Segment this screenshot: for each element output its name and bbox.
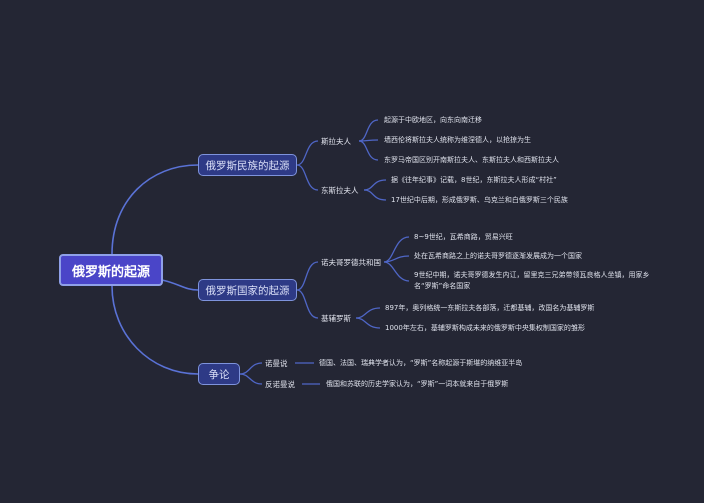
leaf-item[interactable]: 起源于中欧地区，向东向南迁移 xyxy=(384,116,482,124)
leaf-item[interactable]: 处在瓦希商路之上的诺夫哥罗德逐渐发展成为一个国家 xyxy=(414,252,582,260)
leaf-item[interactable]: 897年，奥列格统一东斯拉夫各部落，迁都基辅，改国名为基辅罗斯 xyxy=(385,304,595,312)
subtopic-kievan-rus[interactable]: 基辅罗斯 xyxy=(321,314,351,323)
leaf-item[interactable]: 墙西伦将斯拉夫人统称为维涅德人，以抢掠为生 xyxy=(384,136,531,144)
subtopic-novgorod[interactable]: 诺夫哥罗德共和国 xyxy=(321,258,381,267)
subtopic-east-slavs[interactable]: 东斯拉夫人 xyxy=(321,186,359,195)
leaf-item[interactable]: 1000年左右，基辅罗斯构成未来的俄罗斯中央集权制国家的雏形 xyxy=(385,324,585,332)
leaf-item[interactable]: 17世纪中后期，形成俄罗斯、乌克兰和白俄罗斯三个民族 xyxy=(391,196,568,204)
root-topic[interactable]: 俄罗斯的起源 xyxy=(59,254,163,286)
branch-debate[interactable]: 争论 xyxy=(198,363,240,385)
subtopic-slavs[interactable]: 斯拉夫人 xyxy=(321,137,351,146)
leaf-item[interactable]: 东罗马帝国区别开南斯拉夫人、东斯拉夫人和西斯拉夫人 xyxy=(384,156,559,164)
leaf-item[interactable]: 俄国和苏联的历史学家认为，“罗斯”一词本就来自于俄罗斯 xyxy=(326,380,509,388)
leaf-item[interactable]: 据《往年纪事》记载，8世纪，东斯拉夫人形成“村社” xyxy=(391,176,557,184)
subtopic-normanist[interactable]: 诺曼说 xyxy=(265,359,288,368)
subtopic-anti-normanist[interactable]: 反诺曼说 xyxy=(265,380,295,389)
branch-ethnic-origin[interactable]: 俄罗斯民族的起源 xyxy=(198,154,297,176)
leaf-item[interactable]: 9世纪中期，诺夫哥罗德发生内讧，留里克三兄弟带领瓦良格人坐镇，用家乡名“罗斯”命… xyxy=(414,271,650,290)
branch-state-origin[interactable]: 俄罗斯国家的起源 xyxy=(198,279,297,301)
leaf-item[interactable]: 8~9世纪，瓦希商路，贸易兴旺 xyxy=(414,233,513,241)
leaf-item[interactable]: 德国、法国、瑞典学者认为，“罗斯”名称起源于斯堪的纳维亚半岛 xyxy=(319,359,523,367)
